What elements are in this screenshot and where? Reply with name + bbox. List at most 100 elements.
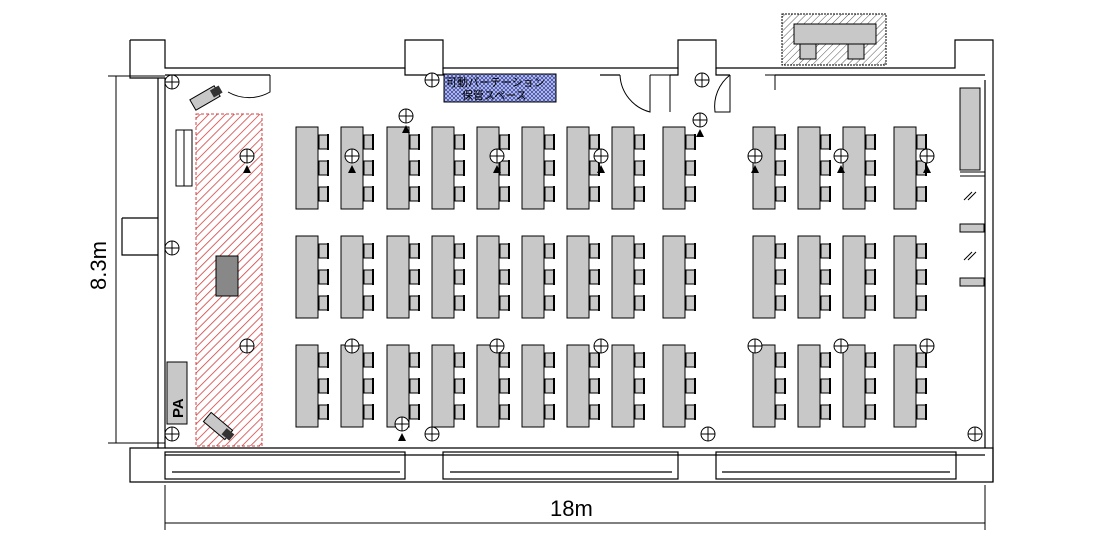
outlet-triangle (493, 165, 501, 173)
chair (634, 269, 645, 285)
table (566, 344, 590, 428)
walls (121, 39, 994, 483)
chair (454, 269, 465, 285)
outlet-triangle (837, 165, 845, 173)
table (842, 126, 866, 210)
table (611, 344, 635, 428)
chair (409, 269, 420, 285)
right-fixtures (959, 87, 985, 287)
chair (775, 295, 786, 311)
chair (865, 295, 876, 311)
outlets-layer (164, 72, 983, 442)
chair (775, 160, 786, 176)
table (295, 344, 319, 428)
table (752, 126, 776, 210)
chair (409, 295, 420, 311)
chair (544, 160, 555, 176)
outlet-triangle (597, 165, 605, 173)
chair (820, 186, 831, 202)
table (476, 126, 500, 210)
chair (865, 160, 876, 176)
storage-label-line2: 保管スペース (462, 88, 527, 102)
chair (634, 352, 645, 368)
chair (409, 352, 420, 368)
chair (685, 186, 696, 202)
chair (589, 352, 600, 368)
chair (544, 352, 555, 368)
camera-top-left (189, 85, 223, 111)
chair (363, 352, 374, 368)
chair (865, 352, 876, 368)
chair (916, 352, 927, 368)
chair (499, 160, 510, 176)
chair (589, 134, 600, 150)
chair (916, 404, 927, 420)
outlet-triangle (696, 129, 704, 137)
chair (820, 295, 831, 311)
table (386, 344, 410, 428)
chair (318, 404, 329, 420)
table (476, 344, 500, 428)
chair (634, 186, 645, 202)
dimension-height (108, 75, 165, 444)
table (752, 344, 776, 428)
chair (820, 134, 831, 150)
chair (775, 378, 786, 394)
pa-label: PA (170, 398, 187, 418)
table (611, 235, 635, 319)
chair (454, 134, 465, 150)
chair (409, 134, 420, 150)
chair (775, 352, 786, 368)
chair (454, 295, 465, 311)
chair (775, 404, 786, 420)
chair (318, 378, 329, 394)
chair (363, 134, 374, 150)
table (752, 235, 776, 319)
chair (318, 186, 329, 202)
table (893, 126, 917, 210)
chair (820, 352, 831, 368)
dimension-width (164, 485, 986, 530)
chair (454, 243, 465, 259)
table (893, 344, 917, 428)
chair (409, 243, 420, 259)
chair (499, 404, 510, 420)
chair (409, 160, 420, 176)
chair (318, 352, 329, 368)
table (295, 235, 319, 319)
chair (634, 378, 645, 394)
chair (916, 295, 927, 311)
chair (363, 404, 374, 420)
chair (499, 134, 510, 150)
chair (775, 186, 786, 202)
chair (544, 295, 555, 311)
table (476, 235, 500, 319)
chair (499, 378, 510, 394)
doors (227, 74, 776, 113)
table (431, 235, 455, 319)
table (662, 344, 686, 428)
chair (318, 160, 329, 176)
outlet-triangle (348, 165, 356, 173)
chair (916, 134, 927, 150)
chair (865, 243, 876, 259)
pa-box: PA (166, 361, 188, 425)
chair (916, 378, 927, 394)
chair (409, 186, 420, 202)
chair (916, 186, 927, 202)
top-equipment (781, 13, 887, 66)
chair (820, 404, 831, 420)
table (797, 344, 821, 428)
chair (363, 295, 374, 311)
chair (318, 243, 329, 259)
chair (454, 186, 465, 202)
chair (363, 186, 374, 202)
table (566, 126, 590, 210)
chair (499, 352, 510, 368)
table (340, 235, 364, 319)
chair (685, 295, 696, 311)
chair (775, 134, 786, 150)
chair (589, 378, 600, 394)
chair (589, 186, 600, 202)
